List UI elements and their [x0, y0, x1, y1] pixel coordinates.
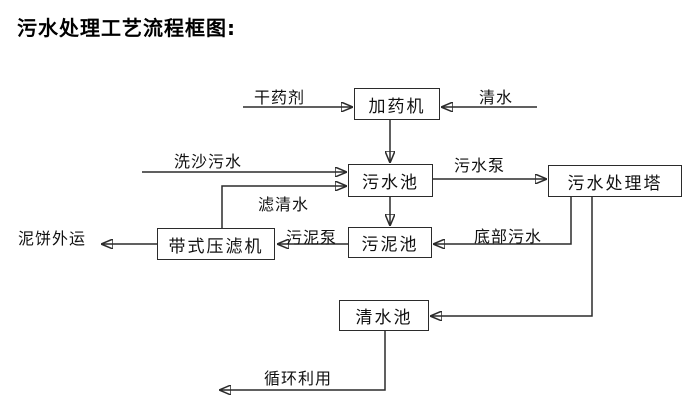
- node-sewage-pool: 污水池: [348, 164, 433, 197]
- node-clean-water-pool: 清水池: [339, 300, 429, 331]
- node-dosing-machine: 加药机: [354, 88, 440, 120]
- node-sewage-treatment-tower: 污水处理塔: [548, 165, 682, 197]
- edge-bottom-sewage-tower-to-sludge-pool: [434, 197, 572, 244]
- edge-recycling-out: [220, 331, 386, 390]
- label-sand-washing-sewage: 洗沙污水: [174, 152, 243, 171]
- label-sewage-pump: 污水泵: [454, 156, 506, 175]
- diagram-title: 污水处理工艺流程框图:: [17, 16, 236, 40]
- node-sludge-pool: 污泥池: [348, 227, 432, 258]
- label-sludge-pump: 污泥泵: [286, 228, 338, 247]
- node-belt-filter-press: 带式压滤机: [157, 228, 275, 260]
- label-mud-cake-out: 泥饼外运: [18, 229, 87, 248]
- edge-tower-to-clean-water-pool: [431, 197, 593, 316]
- label-bottom-sewage: 底部污水: [474, 227, 543, 246]
- label-filtered-water: 滤清水: [258, 195, 310, 214]
- label-recycling: 循环利用: [264, 369, 333, 388]
- label-dry-chemical: 干药剂: [254, 88, 306, 107]
- label-clean-water: 清水: [479, 88, 514, 107]
- edge-filtered-water-press-to-sewage-pool: [221, 186, 346, 228]
